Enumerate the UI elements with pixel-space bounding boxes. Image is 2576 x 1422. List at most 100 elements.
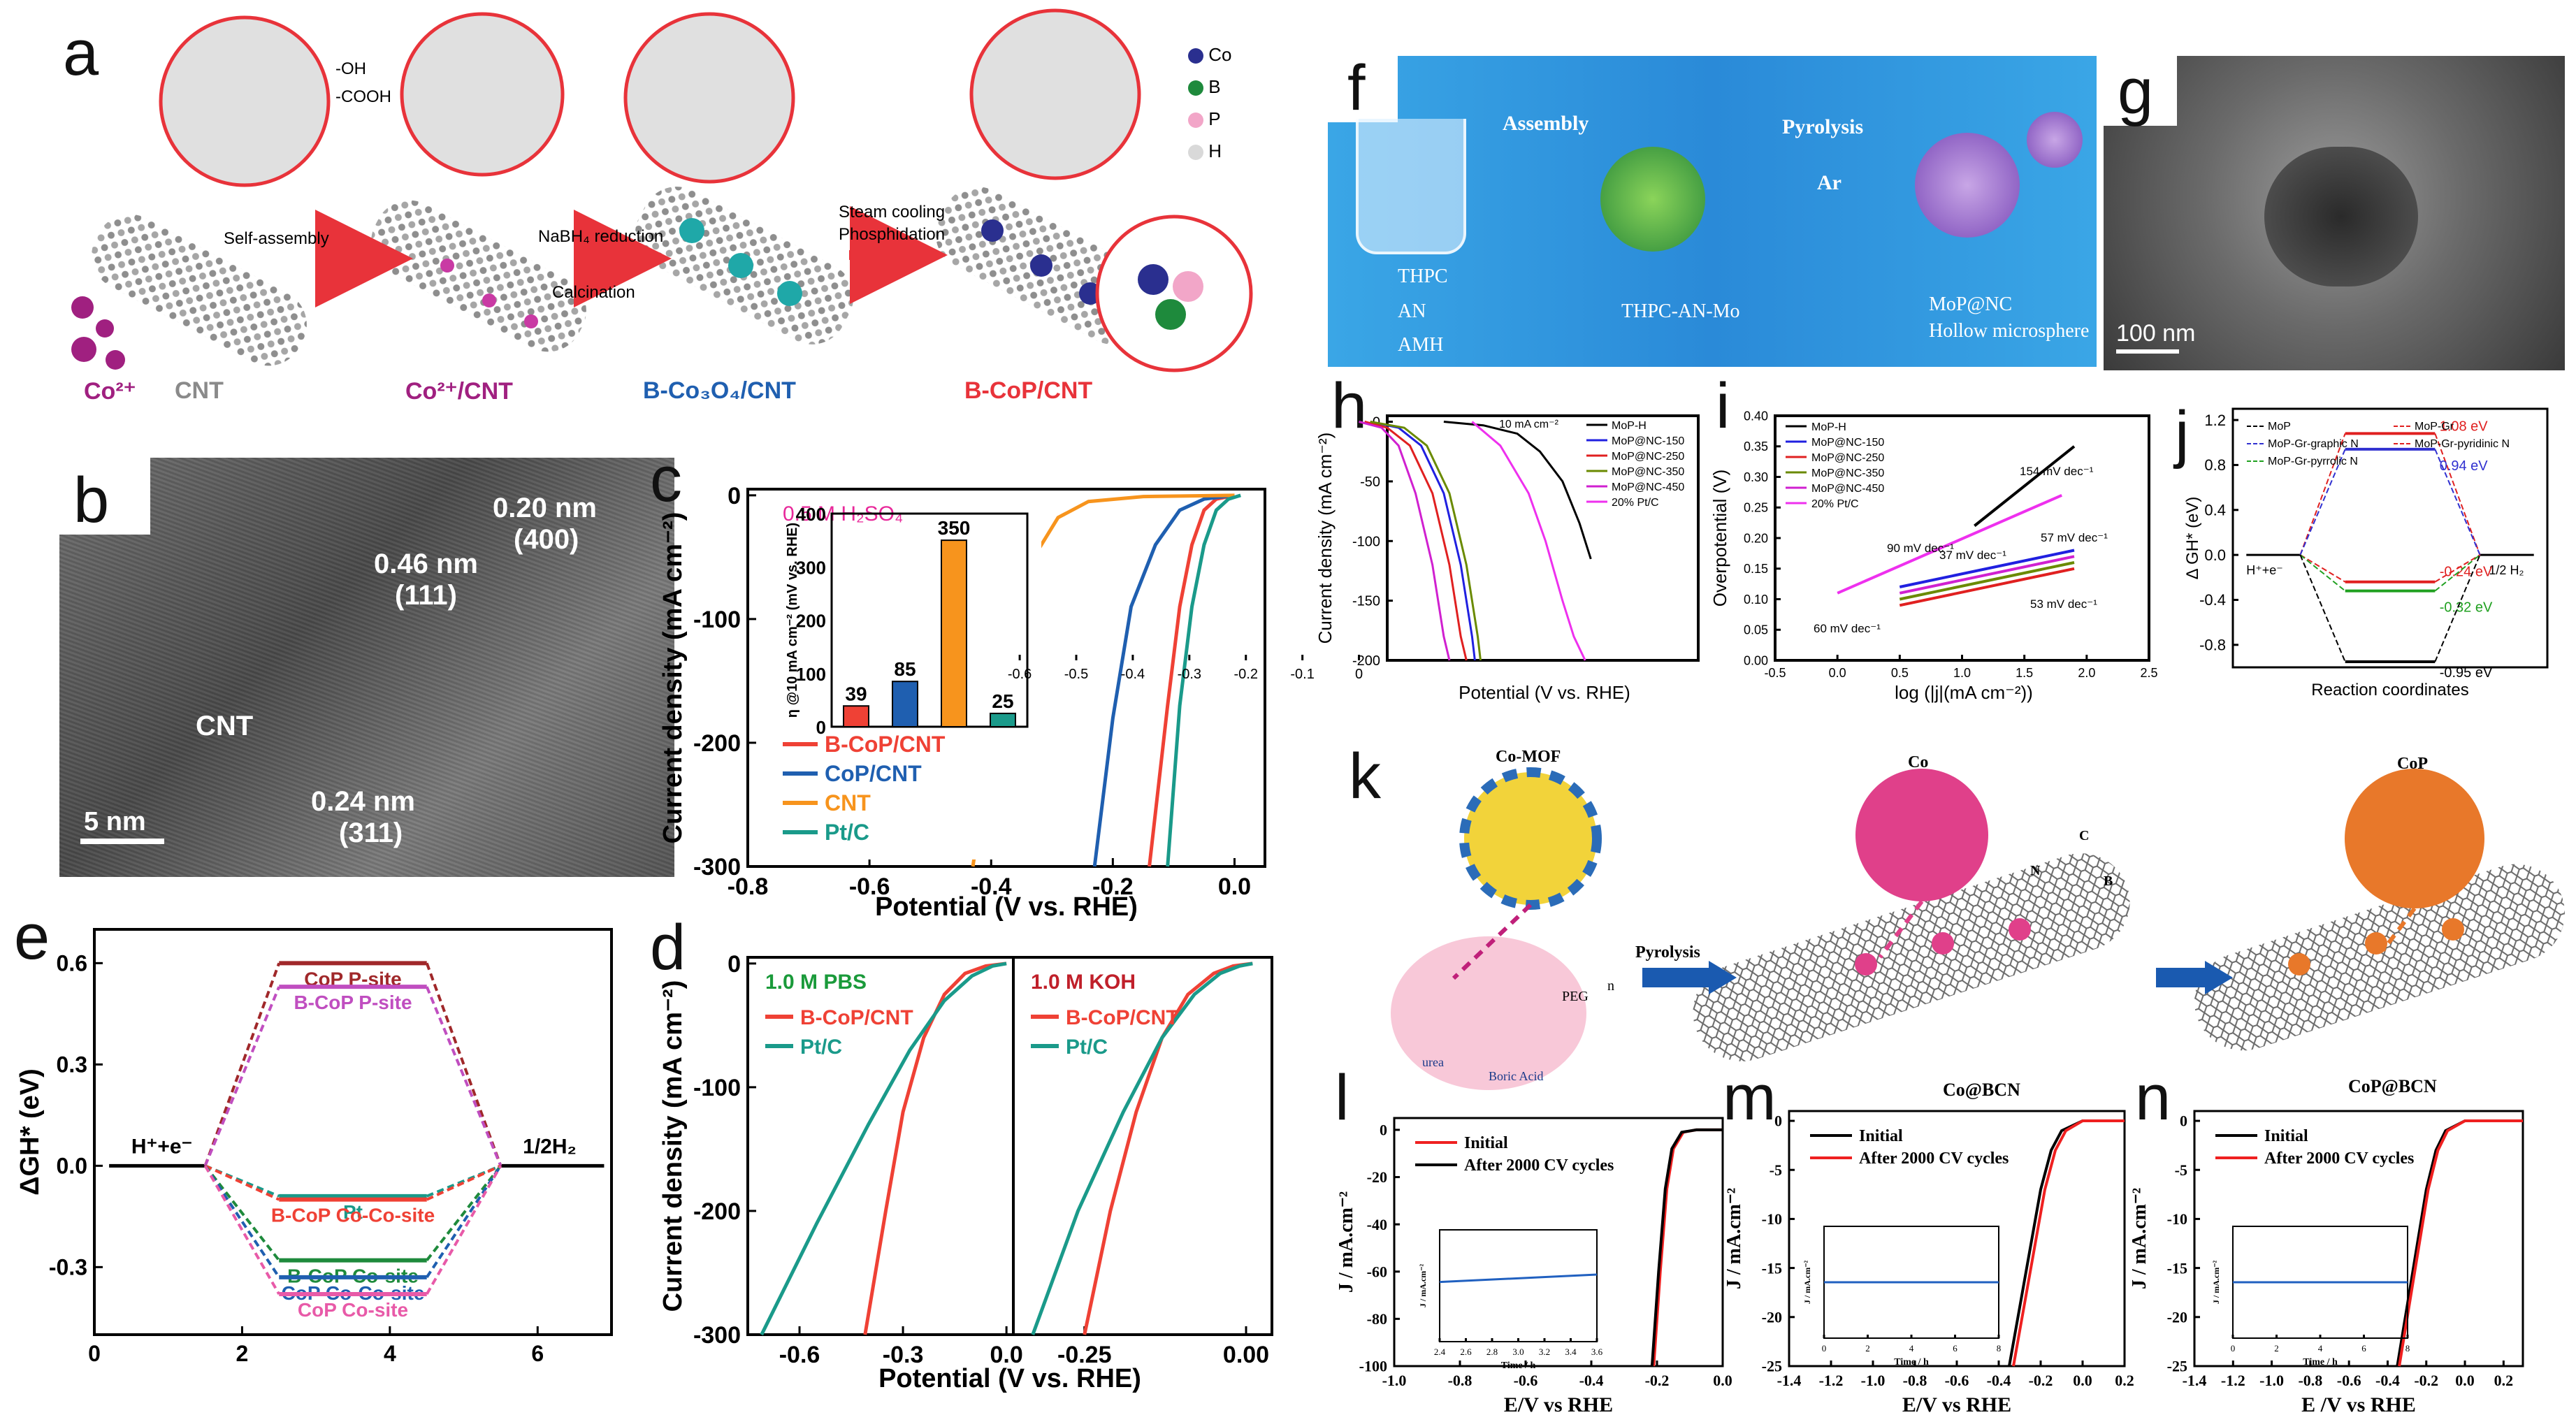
x-tick-label: -0.5 bbox=[1764, 666, 1786, 680]
y-tick-label: -25 bbox=[2167, 1358, 2187, 1375]
legend-label: MoP@NC-350 bbox=[1811, 467, 1884, 479]
step-self-assembly: Self-assembly bbox=[224, 229, 329, 248]
y-tick-label: 0.3 bbox=[57, 1052, 87, 1078]
y-tick-label: 0.25 bbox=[1744, 501, 1768, 515]
x-tick-label: 2.4 bbox=[1434, 1347, 1446, 1357]
legend-label: CoP/CNT bbox=[825, 761, 922, 786]
legend-label: MoP@NC-250 bbox=[1612, 451, 1684, 463]
panel-label-i: i bbox=[1716, 370, 1730, 442]
x-tick-label: -0.4 bbox=[1987, 1372, 2011, 1389]
inset-bar bbox=[990, 712, 1016, 727]
x-tick-label: -0.2 bbox=[1645, 1372, 1670, 1389]
step-phosphidation: Phosphidation bbox=[839, 225, 946, 244]
start-label: H⁺+e⁻ bbox=[2246, 563, 2283, 577]
x-tick-label: 0.2 bbox=[2494, 1372, 2514, 1389]
y-tick-label: -5 bbox=[1770, 1161, 1782, 1179]
slope-label: 57 mV dec⁻¹ bbox=[2041, 531, 2108, 544]
level-label: B-CoP P-site bbox=[294, 992, 412, 1013]
y-tick-label: -100 bbox=[1352, 534, 1380, 549]
y-axis-label: J / mA.cm⁻² bbox=[1802, 1260, 1812, 1304]
y-tick-label: 0.0 bbox=[2204, 546, 2226, 564]
y-tick-label: -40 bbox=[1367, 1216, 1387, 1233]
level-label: -0.32 eV bbox=[2440, 600, 2493, 616]
y-tick-label: 0.35 bbox=[1744, 440, 1768, 454]
panel-b: b 0.20 nm (400) 0.46 nm (111) 0.24 nm (3… bbox=[59, 458, 674, 877]
sub-title: 1.0 M KOH bbox=[1031, 971, 1136, 994]
legend-label: MoP-Gr-pyrrolic N bbox=[2268, 456, 2358, 467]
panel-label-b: b bbox=[73, 465, 110, 536]
x-tick-label: 3.4 bbox=[1565, 1347, 1577, 1357]
label-c-atom: C bbox=[2079, 828, 2090, 843]
x-tick-label: 4 bbox=[1909, 1343, 1914, 1354]
scale-bar-g bbox=[2116, 349, 2179, 354]
series-After 2000 CV cycles bbox=[2398, 1119, 2523, 1367]
legend-label: MoP-Gr-pyridinic N bbox=[2415, 438, 2510, 450]
x-tick-label: 0 bbox=[1822, 1343, 1827, 1354]
y-tick-label: -10 bbox=[1762, 1210, 1782, 1228]
x-tick-label: -1.4 bbox=[2183, 1372, 2207, 1389]
plot-frame bbox=[93, 928, 613, 1336]
y-tick-label: 0.4 bbox=[2204, 501, 2226, 518]
legend-label: MoP@NC-450 bbox=[1612, 481, 1684, 493]
level-connector bbox=[203, 986, 502, 1167]
y-tick-label: 0 bbox=[2180, 1112, 2187, 1130]
spacing-046: 0.46 nm bbox=[374, 549, 478, 579]
x-tick-label: -0.2 bbox=[1233, 667, 1257, 682]
y-tick-label: -300 bbox=[693, 1322, 741, 1349]
y-tick-label: 0.8 bbox=[2204, 456, 2226, 474]
x-tick-label: 0 bbox=[1355, 667, 1363, 682]
slope-label: 60 mV dec⁻¹ bbox=[1814, 622, 1881, 635]
y-tick-label: -100 bbox=[1359, 1358, 1387, 1375]
x-tick-label: -0.4 bbox=[2375, 1372, 2400, 1389]
sub-title: 1.0 M PBS bbox=[765, 971, 867, 994]
level-label: -0.24 eV bbox=[2440, 565, 2493, 580]
level-label: 1.08 eV bbox=[2440, 419, 2489, 434]
x-tick-label: -1.4 bbox=[1777, 1372, 1802, 1389]
legend-label: B-CoP/CNT bbox=[825, 732, 946, 757]
x-tick-label: -0.1 bbox=[1290, 667, 1314, 682]
ion-label: Co²⁺ bbox=[84, 378, 136, 405]
series-MoP@NC-350 bbox=[1370, 421, 1482, 661]
panel-k-schematic bbox=[1391, 767, 2565, 1090]
spacing-024: 0.24 nm bbox=[311, 786, 415, 817]
level-connector bbox=[204, 1164, 502, 1201]
legend-label: After 2000 CV cycles bbox=[2264, 1149, 2414, 1168]
x-tick-label: 0.0 bbox=[1829, 666, 1846, 680]
x-tick-label: -0.8 bbox=[2298, 1372, 2322, 1389]
stage-label-bco3o4: B-Co₃O₄/CNT bbox=[643, 377, 796, 404]
step-ar: Ar bbox=[1817, 171, 1841, 194]
spacing-020: 0.20 nm bbox=[493, 493, 597, 523]
x-tick-label: 0.0 bbox=[2455, 1372, 2475, 1389]
y-tick-label: -200 bbox=[693, 730, 741, 757]
x-tick-label: 3.2 bbox=[1539, 1347, 1550, 1357]
x-tick-label: 4 bbox=[384, 1341, 396, 1366]
series-MoP@NC-350 bbox=[1899, 561, 2075, 601]
cnt-tube-2 bbox=[371, 200, 586, 352]
x-tick-label: 2 bbox=[1865, 1343, 1870, 1354]
legend-an: AN bbox=[1398, 300, 1426, 322]
x-tick-label: -0.6 bbox=[1945, 1372, 1969, 1389]
series-Initial bbox=[2008, 1119, 2125, 1367]
y-tick-label: 0 bbox=[1774, 1112, 1782, 1130]
x-axis-label: Potential (V vs. RHE) bbox=[1459, 682, 1630, 703]
scale-bar-label: 5 nm bbox=[84, 807, 146, 836]
sphere-2 bbox=[1915, 133, 2020, 238]
inset-bg bbox=[776, 496, 1041, 859]
legend-label: Initial bbox=[2264, 1127, 2308, 1145]
level-connector bbox=[203, 1165, 502, 1261]
x-tick-label: 2.8 bbox=[1486, 1347, 1498, 1357]
y-tick-label: -200 bbox=[693, 1198, 741, 1225]
series-20% Pt/C bbox=[1471, 421, 1586, 661]
x-tick-label: 2.5 bbox=[2140, 666, 2157, 680]
plot-frame bbox=[2193, 1110, 2524, 1367]
panel-label-h: h bbox=[1331, 370, 1368, 442]
inset-bar-label: 39 bbox=[845, 683, 867, 704]
x-tick-label: -0.2 bbox=[2029, 1372, 2053, 1389]
legend-thpc: THPC bbox=[1398, 266, 1448, 287]
product-mop-nc: MoP@NC bbox=[1929, 293, 2013, 315]
